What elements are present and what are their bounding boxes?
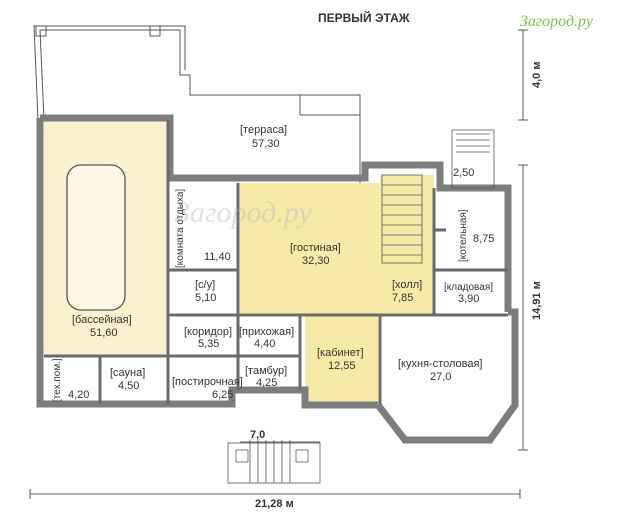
entry-area: 4,40 bbox=[254, 338, 275, 350]
wc-name: [с/у] bbox=[195, 279, 215, 291]
storage-name: [кладовая] bbox=[444, 282, 493, 293]
width-dimension: 21,28 м bbox=[255, 498, 294, 510]
terrace bbox=[33, 25, 361, 183]
boiler-porch bbox=[451, 129, 495, 189]
kitchen-area: 27,0 bbox=[430, 371, 451, 383]
hall-name: [холл] bbox=[392, 279, 422, 291]
pool-basin bbox=[66, 164, 126, 311]
storage-area: 3,90 bbox=[458, 293, 479, 305]
entry-name: [прихожая] bbox=[239, 326, 294, 338]
kitchen-name: [кухня-столовая] bbox=[398, 358, 483, 370]
laundry-area: 6,25 bbox=[212, 389, 233, 401]
hall-area: 7,85 bbox=[392, 292, 413, 304]
staircase bbox=[381, 174, 423, 264]
vestibule-name: [тамбур] bbox=[245, 365, 287, 377]
boiler-area: 8,75 bbox=[473, 233, 494, 245]
terrace-name: [терраса] bbox=[240, 124, 287, 136]
study-fill bbox=[305, 315, 378, 405]
study-area: 12,55 bbox=[328, 360, 356, 372]
living-name: [гостиная] bbox=[290, 242, 341, 254]
lounge-area: 11,40 bbox=[204, 251, 231, 263]
living-area: 32,30 bbox=[302, 255, 330, 267]
vestibule-area: 4,25 bbox=[256, 377, 277, 389]
tech-area: 4,20 bbox=[68, 389, 89, 401]
site-logo: Загород.ру bbox=[520, 13, 594, 30]
watermark: Загород.ру bbox=[175, 196, 312, 229]
interior-walls bbox=[44, 120, 508, 405]
wc-area: 5,10 bbox=[195, 292, 216, 304]
boiler-name: [котельная] bbox=[458, 209, 469, 262]
sauna-area: 4,50 bbox=[118, 380, 139, 392]
dimension-lines bbox=[29, 29, 528, 499]
small-porch-area: 2,50 bbox=[453, 167, 474, 179]
terrace-depth-dimension: 4,0 м bbox=[531, 62, 543, 89]
floor-title: ПЕРВЫЙ ЭТАЖ bbox=[318, 10, 410, 25]
pool-area: 51,60 bbox=[90, 327, 118, 339]
corridor-area: 5,35 bbox=[198, 338, 219, 350]
corridor-name: [коридор] bbox=[184, 326, 232, 338]
study-name: [кабинет] bbox=[317, 347, 364, 359]
lounge-name: [комната отдыха] bbox=[175, 189, 186, 268]
pool-name: [бассейная] bbox=[72, 314, 132, 326]
tech-name: [тех.пом.] bbox=[52, 358, 63, 402]
terrace-area: 57,30 bbox=[252, 138, 280, 150]
laundry-name: [постирочная] bbox=[172, 376, 243, 388]
living-room-fill bbox=[240, 183, 380, 315]
porch-dimension: 7,0 bbox=[250, 429, 265, 441]
sauna-name: [сауна] bbox=[110, 367, 145, 379]
depth-dimension: 14,91 м bbox=[531, 281, 543, 320]
entrance-porch bbox=[227, 440, 321, 484]
